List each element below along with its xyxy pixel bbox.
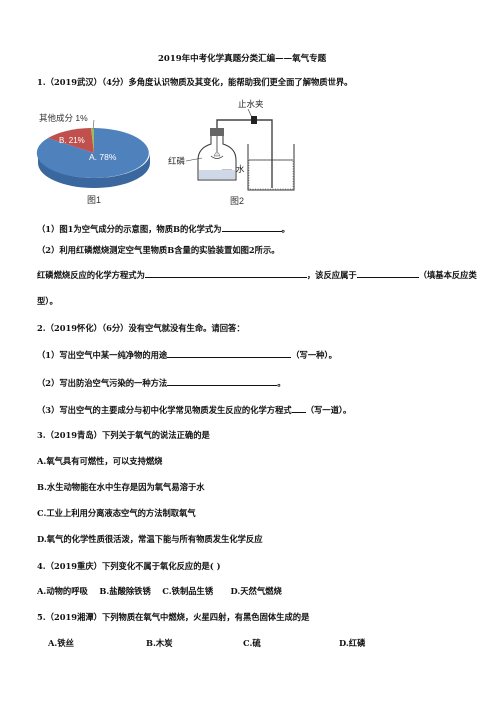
q1-line4: 型）。 xyxy=(37,296,58,306)
beaker xyxy=(247,144,295,191)
q5-stem: 5.（2019湘潭）下列物质在氧气中燃烧，火星四射，有黑色固体生成的是 xyxy=(37,612,310,622)
figure-1-caption: 图1 xyxy=(87,195,101,205)
figure-2-caption: 图2 xyxy=(230,196,244,206)
q5-option-b: B.木炭 xyxy=(146,638,173,648)
label-water-clamp: 止水夹 xyxy=(238,99,264,109)
answer-blank[interactable] xyxy=(167,350,292,358)
pie-label-a: A. 78% xyxy=(89,152,117,162)
q1-line3: 红磷燃烧反应的化学方程式为，该反应属于（填基本反应类 xyxy=(37,270,477,280)
figure-2-apparatus: 止水夹 红磷 水 图2 xyxy=(168,99,295,206)
q2-sub2: （2）写出防治空气污染的一种方法。 xyxy=(37,378,286,388)
q3-option-b: B.水生动物能在水中生存是因为氧气易溶于水 xyxy=(37,482,205,492)
q2-stem: 2.（2019怀化）（6分）没有空气就没有生命。请回答： xyxy=(37,323,245,333)
label-water: 水 xyxy=(236,164,245,174)
q4-options: A.动物的呼吸 B.盐酸除铁锈 C.铁制品生锈 D.天然气燃烧 xyxy=(37,586,282,596)
pie-label-b: B. 21% xyxy=(59,136,85,145)
flask xyxy=(197,136,237,181)
q3-option-d: D.氧气的化学性质很活泼，常温下能与所有物质发生化学反应 xyxy=(37,534,263,544)
pie-label-other: 其他成分 1% xyxy=(39,113,88,123)
pie-side xyxy=(38,153,150,188)
pie-slice-a xyxy=(36,128,149,178)
answer-blank[interactable] xyxy=(167,378,278,386)
answer-blank[interactable] xyxy=(291,405,306,413)
answer-blank[interactable] xyxy=(356,270,419,278)
answer-blank[interactable] xyxy=(144,270,307,278)
q2-sub3: （3）写出空气的主要成分与初中化学常见物质发生反应的化学方程式（写一道）。 xyxy=(37,405,352,415)
q5-option-d: D.红磷 xyxy=(339,638,366,648)
q4-stem: 4.（2019重庆）下列变化不属于氧化反应的是( ) xyxy=(37,561,221,571)
q1-sub1: （1）图1为空气成分的示意图，物质B的化学式为。 xyxy=(37,224,290,234)
q2-sub1: （1）写出空气中某一纯净物的用途（写一种）。 xyxy=(37,350,337,360)
q5-option-c: C.硫 xyxy=(243,638,261,648)
label-red-phosphorus: 红磷 xyxy=(168,156,186,166)
answer-blank[interactable] xyxy=(221,224,282,232)
q1-stem: 1.（2019武汉）（4分）多角度认识物质及其变化，能帮助我们更全面了解物质世界… xyxy=(37,77,353,87)
q3-option-a: A.氧气具有可燃性，可以支持燃烧 xyxy=(37,456,163,466)
q3-stem: 3.（2019青岛）下列关于氧气的说法正确的是 xyxy=(37,430,210,440)
pie-leader-line xyxy=(92,119,95,130)
q5-option-a: A.铁丝 xyxy=(48,638,74,648)
page-title: 2019年中考化学真题分类汇编——氧气专题 xyxy=(158,54,327,64)
q1-sub2: （2）利用红磷燃烧测定空气里物质B含量的实验装置如图2所示。 xyxy=(37,245,280,255)
q3-option-c: C.工业上利用分离液态空气的方法制取氧气 xyxy=(37,508,196,518)
pie-slice-b xyxy=(48,128,94,153)
pie-slice-other xyxy=(91,127,94,153)
figure-1-pie-chart: 其他成分 1% B. 21% A. 78% 图1 xyxy=(36,113,150,205)
